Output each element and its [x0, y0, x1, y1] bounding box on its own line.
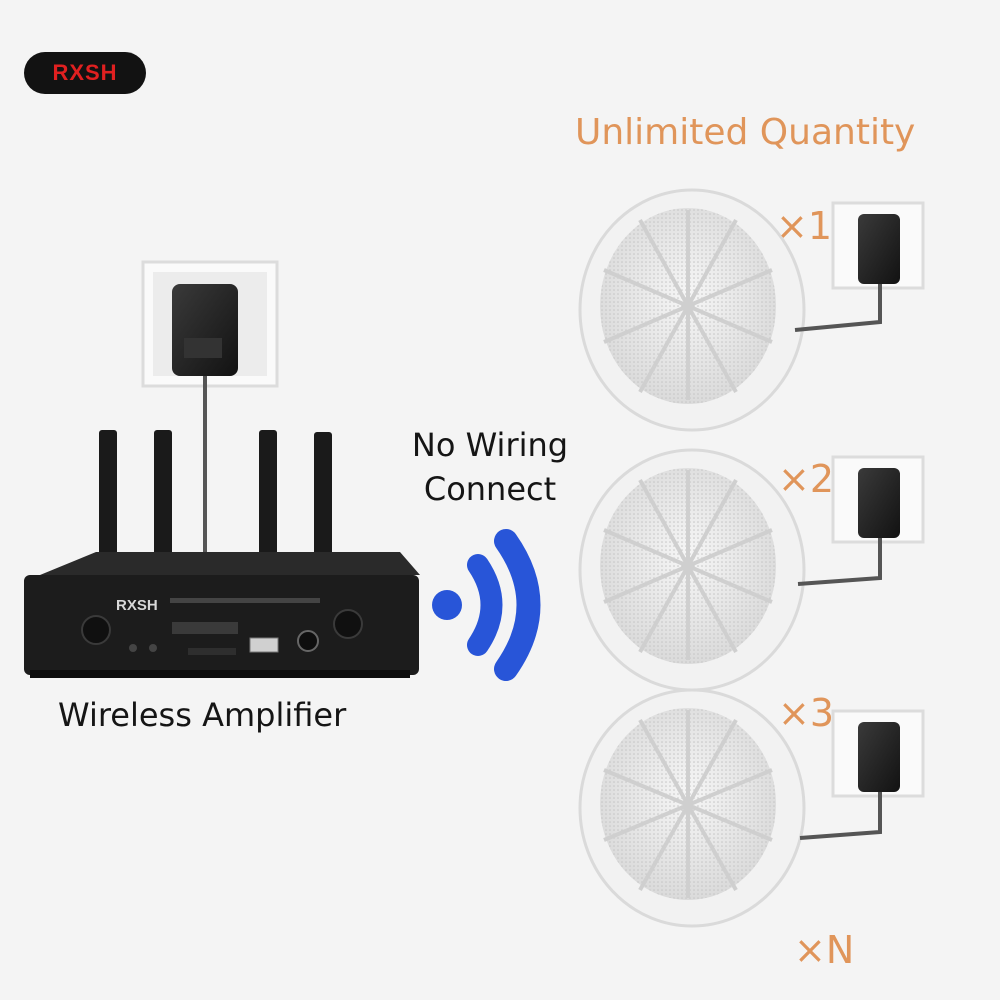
speaker-power-outlet-2 — [797, 455, 925, 586]
speaker-multiplier-1: ×1 — [776, 204, 833, 248]
speaker-multiplier-2: ×2 — [778, 457, 835, 501]
wireless-caption-line1: No Wiring — [411, 426, 569, 464]
power-adapter-icon — [858, 722, 900, 792]
wireless-amplifier-device: RXSH — [24, 552, 420, 678]
speaker-power-outlet-1 — [794, 201, 925, 332]
amplifier-caption: Wireless Amplifier — [58, 696, 347, 734]
headline: Unlimited Quantity — [575, 112, 916, 153]
power-adapter-icon — [858, 214, 900, 284]
mic-jack-icon — [297, 630, 319, 652]
amplifier-panel-brand: RXSH — [116, 597, 158, 614]
brand-logo: RXSH — [24, 52, 146, 94]
ceiling-speaker-3 — [578, 688, 806, 928]
ceiling-speaker-1 — [578, 188, 806, 432]
wireless-signal-icon — [432, 529, 541, 681]
amplifier-antennas — [99, 430, 332, 580]
ceiling-speaker-2 — [578, 448, 806, 692]
usb-port-icon — [249, 637, 279, 653]
power-adapter-icon — [858, 468, 900, 538]
speaker-multiplier-3: ×3 — [778, 691, 835, 735]
wireless-caption: No Wiring Connect — [395, 426, 585, 508]
speaker-multiplier-n: ×N — [794, 928, 855, 972]
amplifier-power-outlet — [141, 260, 279, 552]
volume-knob-right — [333, 609, 363, 639]
speaker-power-outlet-3 — [799, 709, 925, 840]
power-adapter-icon — [172, 284, 238, 552]
wireless-caption-line2: Connect — [423, 470, 557, 508]
volume-knob-left — [81, 615, 111, 645]
